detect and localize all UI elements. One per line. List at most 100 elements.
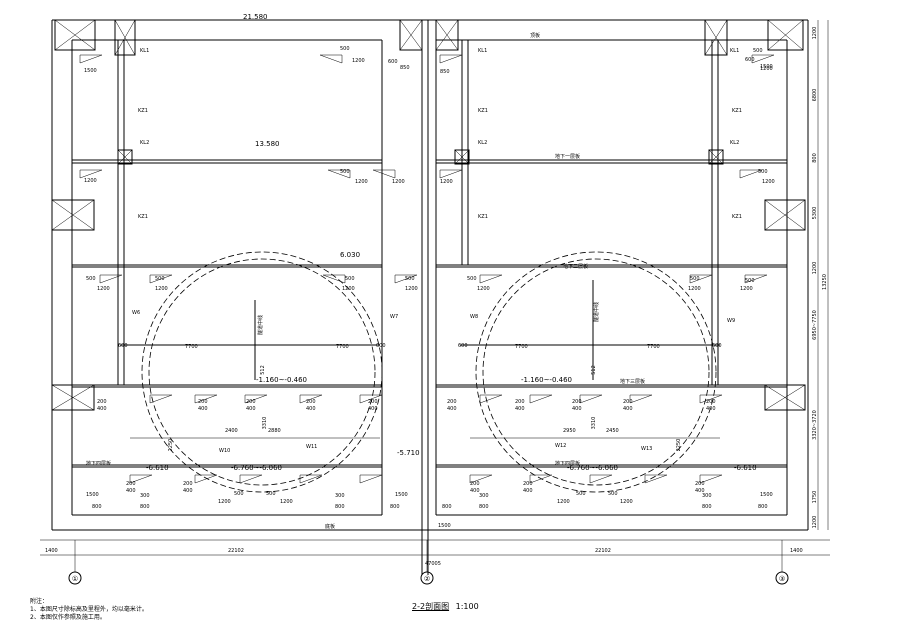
dim-d400: 400 [246, 406, 256, 412]
dim-d1200: 1200 [280, 499, 293, 505]
right-dim-label: 3320~3720 [812, 410, 818, 440]
haunch-mark [739, 169, 763, 179]
column-cross [114, 19, 136, 56]
dim-d1200: 1200 [84, 178, 97, 184]
dim-d1200: 1200 [405, 286, 418, 292]
dim-d400: 400 [515, 406, 525, 412]
member-kl2: KL2 [140, 140, 149, 146]
dim-d1400: 1400 [45, 548, 58, 554]
dim-d600: 600 [745, 57, 755, 63]
member-kl2: KL2 [730, 140, 739, 146]
haunch-mark [194, 394, 218, 404]
haunch-mark [589, 474, 613, 484]
dim-d200: 200 [246, 399, 256, 405]
member-w11: W11 [306, 444, 317, 450]
dim-d600: 600 [458, 343, 468, 349]
side-column [764, 384, 806, 411]
dim-d7700: 7700 [515, 344, 528, 350]
dim-d1200: 1200 [342, 286, 355, 292]
haunch-mark [689, 274, 713, 284]
dim-d600: 600 [712, 343, 722, 349]
corner-column [54, 19, 96, 51]
dim-d200: 200 [515, 399, 525, 405]
dim-d400: 400 [523, 488, 533, 494]
dim-d200: 200 [706, 399, 716, 405]
column-cross [51, 384, 95, 411]
haunch-mark [529, 394, 553, 404]
floor-bottom: 底板 [325, 523, 335, 530]
side-column [51, 199, 95, 231]
centerline-label-left: 隧道中线 [257, 315, 264, 335]
corner-column [114, 19, 136, 56]
dim-d500: 500 [155, 276, 165, 282]
dim-d200: 200 [695, 481, 705, 487]
right-dim-label: 1750 [812, 491, 818, 504]
haunch-mark [79, 54, 103, 64]
dim-d200: 200 [572, 399, 582, 405]
dim-d1500: 1500 [86, 492, 99, 498]
dim-d1200: 1200 [440, 179, 453, 185]
floor-roof: 顶板 [530, 32, 540, 39]
member-kl1: KL1 [140, 48, 149, 54]
tunnel-circle-right-inner [482, 258, 710, 486]
haunch-mark [372, 169, 396, 179]
dim-d600: 600 [376, 343, 386, 349]
floor-b3: 地下三层板 [620, 378, 645, 385]
dim-d500: 500 [345, 276, 355, 282]
tunnel-circle-left [141, 251, 383, 493]
dim-d1200: 1200 [557, 499, 570, 505]
dim-d400: 400 [198, 406, 208, 412]
dim-d800: 800 [140, 504, 150, 510]
dim-2250-left: 2250 [168, 439, 174, 452]
member-kz1: KZ1 [478, 108, 488, 114]
dim-d200: 200 [368, 399, 378, 405]
column-cross [764, 384, 806, 411]
side-column [51, 384, 95, 411]
column-cross [454, 149, 470, 165]
elevation-left-b1: -6.610 [146, 464, 169, 472]
column-cross [767, 19, 804, 51]
member-w10: W10 [219, 448, 230, 454]
haunch-mark [644, 474, 668, 484]
haunch-mark [439, 169, 463, 179]
dim-d22102: 22102 [595, 548, 611, 554]
axis-label: ② [424, 575, 430, 583]
dim-d200: 200 [198, 399, 208, 405]
dim-d1200: 1200 [97, 286, 110, 292]
dim-d1200: 1200 [620, 499, 633, 505]
dim-d500: 500 [234, 491, 244, 497]
column-cross [51, 199, 95, 231]
corner-column [767, 19, 804, 51]
member-w12: W12 [555, 443, 566, 449]
right-dim-label: 800 [812, 153, 818, 163]
column-cross [764, 199, 806, 231]
dim-d800: 800 [758, 504, 768, 510]
haunch-mark [239, 474, 263, 484]
tunnel-circle-left-inner [148, 258, 376, 486]
member-kz1: KZ1 [138, 108, 148, 114]
dim-d500: 500 [745, 278, 755, 284]
dim-d400: 400 [447, 406, 457, 412]
haunch-mark [327, 169, 351, 179]
dim-d1200: 1200 [218, 499, 231, 505]
dim-d1500: 1500 [395, 492, 408, 498]
floor-b1: 地下一层板 [555, 153, 580, 160]
note-2: 2、本图仅作参照及施工用。 [30, 614, 106, 621]
dim-d1200: 1200 [477, 286, 490, 292]
dim-d500: 500 [753, 48, 763, 54]
dim-d500: 500 [608, 491, 618, 497]
corner-column [399, 19, 423, 51]
drawing-scale: 1:100 [455, 602, 479, 611]
haunch-mark [299, 394, 323, 404]
dim-d800: 800 [335, 504, 345, 510]
floor-b4: 地下四层板 [555, 460, 580, 467]
dim-d200: 200 [623, 399, 633, 405]
dim-d850: 850 [400, 65, 410, 71]
haunch-mark [744, 274, 768, 284]
haunch-mark [194, 474, 218, 484]
elevation-rail-left: -1.160~-0.460 [256, 376, 307, 384]
elevation-rail-right: -1.160~-0.460 [521, 376, 572, 384]
dim-d2950: 2950 [563, 428, 576, 434]
right-dim-label: 1200 [812, 262, 818, 275]
column-cross [704, 19, 728, 56]
